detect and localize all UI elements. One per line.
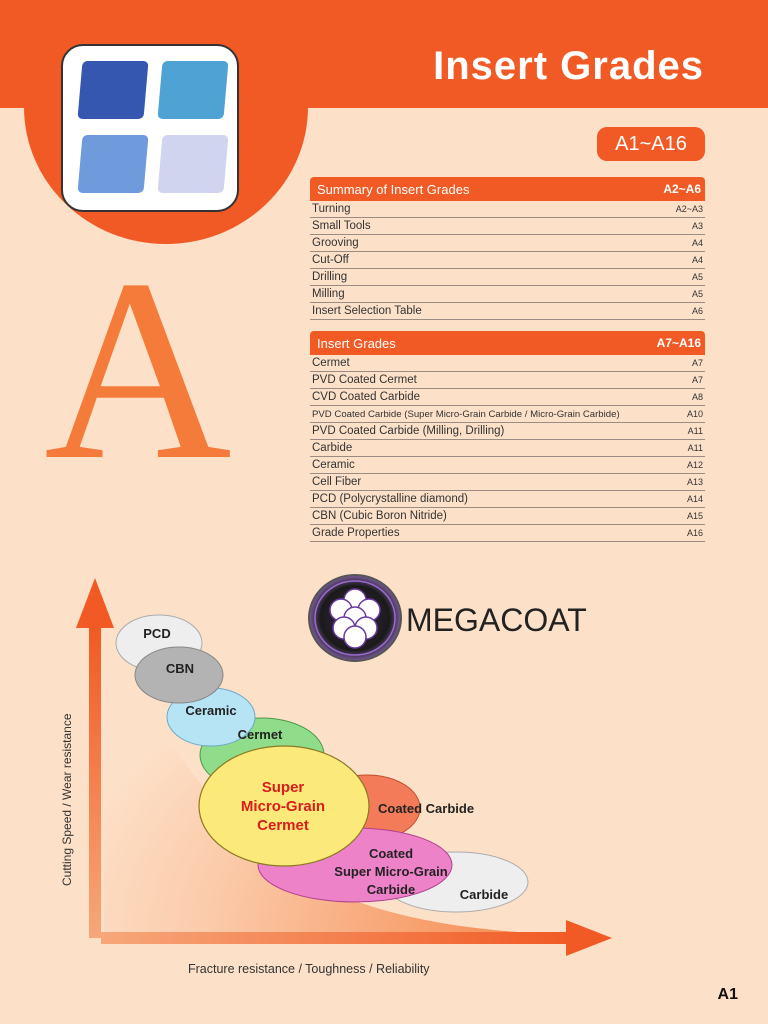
toc-summary: Summary of Insert Grades A2~A6 Turning A2… [310,177,705,320]
toc-row-label: Grooving [312,237,359,249]
toc-row-label: Cermet [312,357,350,369]
toc-row-page: A8 [691,392,703,402]
pcd-label: PCD [143,626,170,641]
toc-row-label: PVD Coated Cermet [312,374,417,386]
toc-section-header: Insert Grades A7~A16 [310,331,705,355]
tile-square [77,135,149,193]
toc-row-page: A16 [686,528,703,538]
smg-cermet-ellipse [198,745,370,867]
toc-row: Drilling A5 [310,269,705,286]
megacoat-wordmark: MEGACOAT [406,602,587,638]
toc-row-label: Drilling [312,271,348,283]
toc-row: Milling A5 [310,286,705,303]
smg-cermet-label-1: Super [262,779,305,796]
toc-row-page: A15 [686,511,703,521]
toc-row-page: A3 [691,221,703,231]
toc-row-page: A13 [686,477,703,487]
toc-row-label: Milling [312,288,345,300]
toc-row-label: Small Tools [312,220,371,232]
toc-row: CBN (Cubic Boron Nitride) A15 [310,508,705,525]
toc-row-page: A10 [686,409,703,419]
range-badge: A1~A16 [597,127,705,161]
toc-row: Grooving A4 [310,235,705,252]
section-title: Insert Grades [317,335,396,351]
section-title: Summary of Insert Grades [317,181,470,197]
toc-row-label: PVD Coated Carbide (Milling, Drilling) [312,425,505,437]
coated-carbide-label: Coated Carbide [378,801,474,816]
page-number: A1 [717,986,738,1003]
toc-row-page: A7 [691,358,703,368]
toc-row-page: A4 [691,255,703,265]
toc-row-page: A5 [691,272,703,282]
grade-positioning-diagram: PCD CBN Ceramic Cermet Super Micro-Grain… [76,578,612,956]
y-axis-arrowhead [76,578,114,628]
toc-section-header: Summary of Insert Grades A2~A6 [310,177,705,201]
toc-row: PVD Coated Carbide (Milling, Drilling) A1… [310,423,705,440]
toc-row: Grade Properties A16 [310,525,705,542]
smg-cermet-label-2: Micro-Grain [241,798,325,815]
toc-row: Cermet A7 [310,355,705,372]
y-axis-arrow [89,628,101,938]
carbide-label: Carbide [460,887,508,902]
y-axis-label: Cutting Speed / Wear resistance [60,713,74,886]
tile-square [157,61,229,119]
cermet-label: Cermet [238,727,283,742]
toc-row: Ceramic A12 [310,457,705,474]
toc-row-page: A12 [686,460,703,470]
toc-row-label: PVD Coated Carbide (Super Micro-Grain Ca… [312,408,620,420]
toc-row-label: CBN (Cubic Boron Nitride) [312,510,447,522]
toc-row-label: Ceramic [312,459,355,471]
toc-row-label: Insert Selection Table [312,305,422,317]
toc-row-label: Turning [312,203,351,215]
coated-smg-label-3: Carbide [367,882,415,897]
coated-smg-label-1: Coated [369,846,413,861]
four-squares-icon [61,44,239,212]
toc-row: Small Tools A3 [310,218,705,235]
tile-square [157,135,229,193]
toc-row-label: Carbide [312,442,353,454]
megacoat-spheres-icon [308,574,402,662]
diagram-shaded-region [104,650,560,934]
x-axis-label: Fracture resistance / Toughness / Reliab… [188,962,430,976]
toc-row-page: A5 [691,289,703,299]
toc-row-page: A11 [687,426,703,436]
toc-row: Cut-Off A4 [310,252,705,269]
x-axis-arrow [101,932,571,944]
smg-cermet-label-3: Cermet [257,817,309,834]
ceramic-label: Ceramic [185,703,236,718]
toc-row: CVD Coated Carbide A8 [310,389,705,406]
toc-row-page: A14 [686,494,703,504]
cbn-label: CBN [166,661,194,676]
page-title: Insert Grades [433,44,704,88]
toc-row: PVD Coated Carbide (Super Micro-Grain Ca… [310,406,705,423]
toc-row-label: Cell Fiber [312,476,362,488]
toc-row: Turning A2~A3 [310,201,705,218]
toc-row: Cell Fiber A13 [310,474,705,491]
section-letter: A [44,226,232,514]
section-pages: A2~A6 [663,182,701,196]
coated-smg-label-2: Super Micro-Grain [334,864,447,879]
tile-square [77,61,149,119]
toc-row-page: A4 [691,238,703,248]
toc-row-page: A6 [691,306,703,316]
toc-row: PVD Coated Cermet A7 [310,372,705,389]
x-axis-arrowhead [566,920,612,956]
toc-row: PCD (Polycrystalline diamond) A14 [310,491,705,508]
toc-row: Carbide A11 [310,440,705,457]
toc-row-label: CVD Coated Carbide [312,391,421,403]
toc-row-label: Grade Properties [312,527,400,539]
toc-row-label: PCD (Polycrystalline diamond) [312,493,468,505]
toc-row-page: A2~A3 [675,204,703,214]
section-pages: A7~A16 [656,336,701,350]
toc-row-page: A11 [687,443,703,453]
cbn-ellipse [134,646,224,704]
toc-row-page: A7 [691,375,703,385]
toc-row-label: Cut-Off [312,254,349,266]
toc-row: Insert Selection Table A6 [310,303,705,320]
